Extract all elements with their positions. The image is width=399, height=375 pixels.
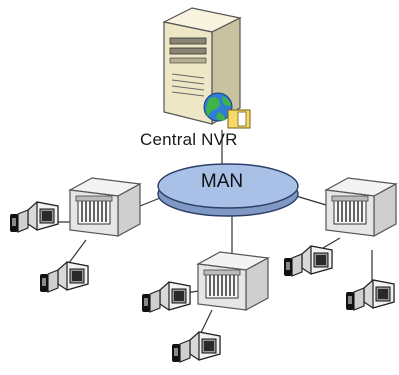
globe-icon — [203, 92, 233, 122]
man-label: MAN — [200, 171, 244, 192]
man-network-ellipse — [157, 163, 299, 217]
dvr-recorder-right — [325, 177, 397, 237]
folder-icon — [227, 109, 251, 129]
connection-lines — [40, 130, 373, 346]
central-nvr-label: Central NVR — [140, 130, 238, 149]
cctv-camera-icon — [171, 331, 221, 363]
cctv-camera-icon — [39, 261, 89, 293]
server-tower-icon — [162, 7, 242, 126]
cctv-camera-icon — [9, 201, 59, 233]
dvr-recorder-bottom — [197, 251, 269, 311]
cctv-camera-icon — [345, 279, 395, 311]
cctv-camera-icon — [283, 245, 333, 277]
cctv-camera-icon — [141, 281, 191, 313]
dvr-recorder-left — [69, 177, 141, 237]
